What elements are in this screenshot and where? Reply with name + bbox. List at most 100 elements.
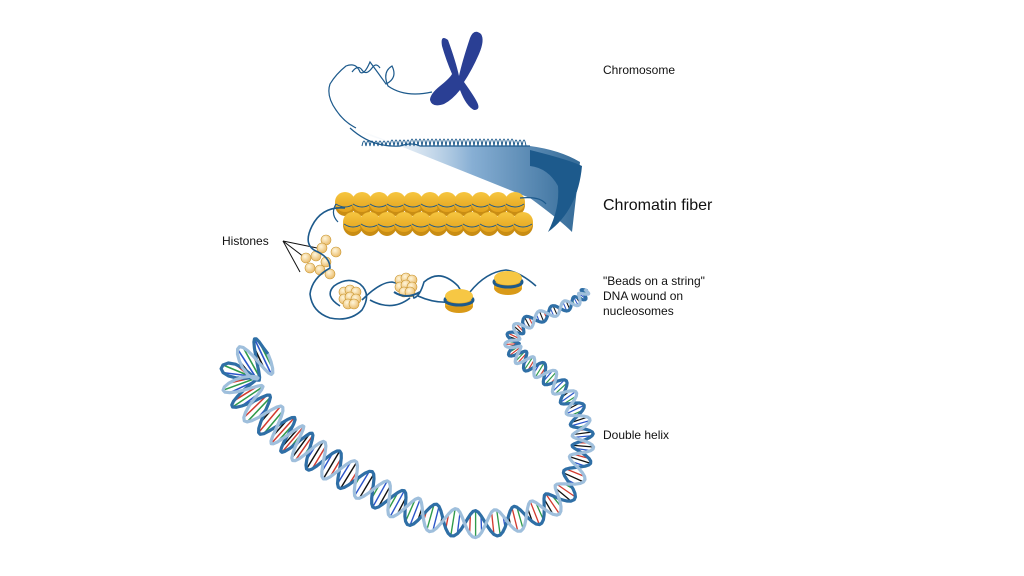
double-helix-label: Double helix [603,428,670,442]
base-pair [353,470,371,497]
base-pair [570,419,591,427]
histone-bead [304,262,316,274]
base-pair [253,338,273,375]
base-pair [242,347,261,378]
chromosome-icon [430,31,483,110]
fiber-nucleosome [513,212,533,236]
helix-backbone [219,288,595,538]
base-pair [511,507,519,532]
fiber-nucleosome [496,212,516,236]
histone-bead [316,242,328,254]
base-pair [377,485,391,508]
base-pair [524,316,531,329]
beads-label-line: DNA wound on [603,289,684,303]
fiber-nucleosome [403,192,423,216]
base-pair [529,501,540,525]
fiber-nucleosome [420,192,440,216]
histone-bead [324,268,336,280]
fiber-nucleosome [471,192,491,216]
base-pair [305,440,325,470]
beads-on-string-label: "Beads on a string" DNA wound on nucleos… [603,274,705,319]
base-pair [563,472,584,483]
base-pair [490,511,495,535]
base-pair [263,410,284,435]
base-pair [372,480,388,508]
histone-octamer [394,272,418,298]
nucleosome-icon [338,271,524,313]
fiber-nucleosome [386,192,406,216]
base-pair [572,444,594,448]
fiber-nucleosome [369,192,389,216]
fiber-nucleosome [360,212,380,236]
base-pair [432,506,440,532]
chromosome-label: Chromosome [603,63,676,77]
base-pair [565,468,585,478]
fiber-nucleosome [377,212,397,236]
chromosome-strand [328,60,433,129]
histone-cluster-icon [282,234,342,280]
chromatin-fiber-label: Chromatin fiber [603,197,713,214]
fiber-nucleosome [454,192,474,216]
fiber-nucleosome [335,192,355,216]
base-pair [358,473,375,499]
base-pair [404,498,416,522]
beads-label-line: "Beads on a string" [603,274,705,288]
base-pair [554,487,572,502]
fiber-nucleosome [505,192,525,216]
base-pair [468,514,472,534]
base-pair [496,509,501,536]
fiber-nucleosome [428,212,448,236]
base-pair [246,396,271,423]
histone-bead [330,246,342,258]
beads-label-line: nucleosomes [603,304,674,318]
chromatin-loops [340,118,582,232]
base-pair [243,394,268,419]
base-pair [322,450,341,480]
base-pair [258,405,282,433]
base-pair [523,356,534,371]
fiber-nucleosome [437,192,457,216]
double-helix-icon [219,288,596,540]
fiber-nucleosome [479,212,499,236]
base-pair [556,483,576,498]
base-pair [538,310,545,323]
base-pair [339,461,358,489]
base-pair [294,434,314,462]
fiber-nucleosome [462,212,482,236]
fiber-nucleosome [394,212,414,236]
base-pair [544,371,557,386]
base-pair [426,504,435,531]
base-pair [551,379,565,393]
base-pair [450,508,456,536]
base-pair [336,461,352,484]
base-pair [534,362,545,378]
base-pair [566,404,585,415]
base-pair [281,426,305,453]
base-pair [291,433,311,459]
base-pair [559,391,577,403]
histones-label: Histones [222,234,269,248]
fiber-nucleosome [445,212,465,236]
base-pair [236,348,259,381]
fiber-nucleosome [411,212,431,236]
base-pair [232,385,264,408]
nucleosome-disc [443,289,475,313]
base-pair [389,490,405,518]
fiber-nucleosome [343,212,363,236]
base-pair [456,512,461,534]
base-pair [516,506,524,530]
base-pair [270,417,296,445]
histone-bead [300,252,312,264]
helix-backbone [221,288,596,540]
base-pair [311,445,327,470]
base-pair [409,498,421,526]
base-pair [572,431,593,436]
histone-bead [314,264,326,276]
base-pair [569,455,591,465]
base-pair [545,493,561,515]
base-pair [554,382,568,395]
chromatin-fiber-icon [332,192,547,236]
histone-octamer [338,284,362,310]
nucleosome-disc [492,271,524,295]
